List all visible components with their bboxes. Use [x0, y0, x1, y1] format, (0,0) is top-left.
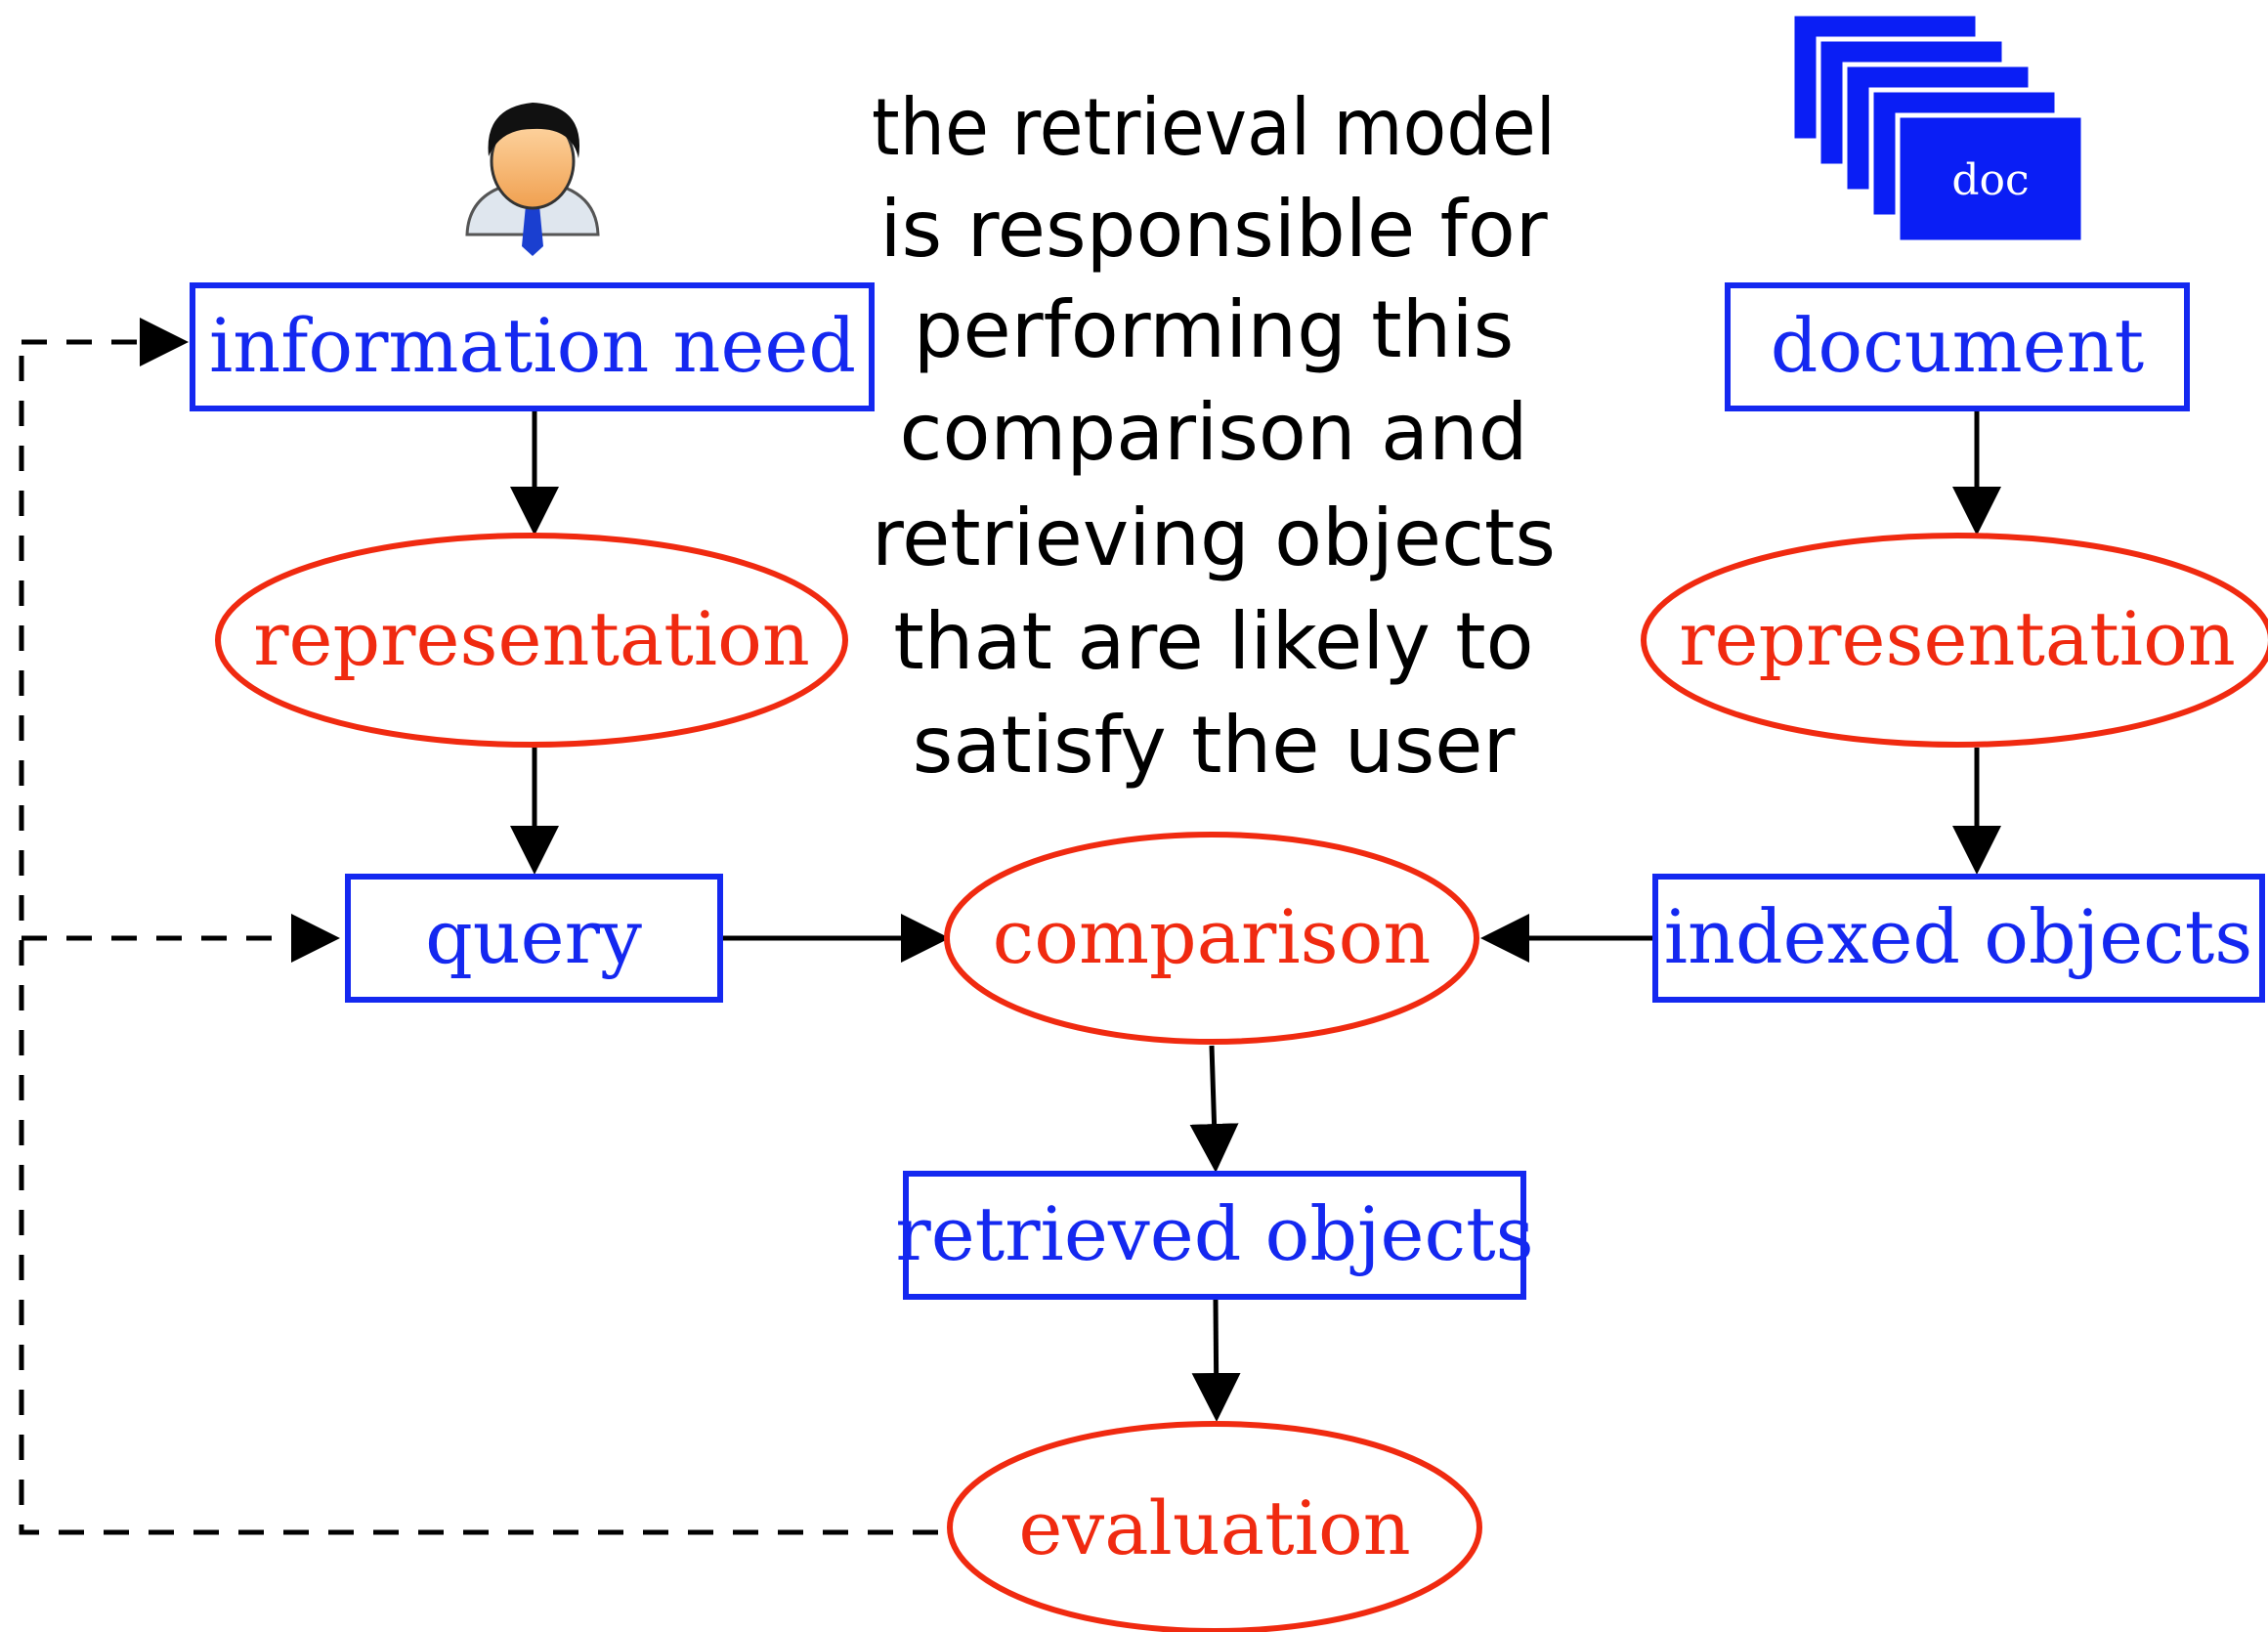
feedback-loop-line — [19, 342, 938, 1535]
document-label: document — [1771, 302, 2144, 389]
representation-right-label: representation — [1679, 595, 2236, 682]
query-label: query — [425, 893, 642, 980]
caption-line: retrieving objects — [872, 493, 1556, 583]
retrieved-objects-label: retrieved objects — [895, 1190, 1533, 1277]
caption-line: that are likely to — [893, 596, 1533, 687]
information-need-label: information need — [209, 302, 856, 389]
node-retrieved-objects: retrieved objects — [895, 1171, 1534, 1300]
node-representation-left: representation — [215, 533, 848, 748]
caption-line: the retrieval model — [872, 82, 1556, 173]
doc-label: doc — [1951, 155, 2029, 205]
node-evaluation: evaluation — [947, 1421, 1482, 1632]
node-information-need: information need — [190, 282, 875, 411]
arrow-retrieved-to-evaluation — [1191, 1299, 1241, 1422]
indexed-objects-label: indexed objects — [1664, 893, 2253, 980]
node-comparison: comparison — [944, 832, 1479, 1045]
arrow-comparison-to-retrieved — [1189, 1045, 1239, 1173]
caption-line: is responsible for — [879, 184, 1547, 275]
document-stack-icon: doc — [1789, 11, 2086, 245]
representation-left-label: representation — [253, 595, 810, 682]
node-document: document — [1725, 282, 2190, 411]
node-indexed-objects: indexed objects — [1652, 874, 2265, 1003]
evaluation-label: evaluation — [1018, 1484, 1410, 1571]
user-avatar-icon — [465, 103, 600, 256]
comparison-label: comparison — [993, 893, 1432, 980]
feedback-dashed-lines — [19, 318, 938, 1535]
solid-arrows — [510, 410, 2001, 1422]
caption-line: performing this — [914, 284, 1515, 375]
caption-line: comparison and — [899, 387, 1527, 478]
caption-block: the retrieval model is responsible for p… — [872, 82, 1556, 791]
node-representation-right: representation — [1641, 533, 2268, 748]
node-query: query — [345, 874, 723, 1003]
caption-line: satisfy the user — [913, 700, 1516, 791]
